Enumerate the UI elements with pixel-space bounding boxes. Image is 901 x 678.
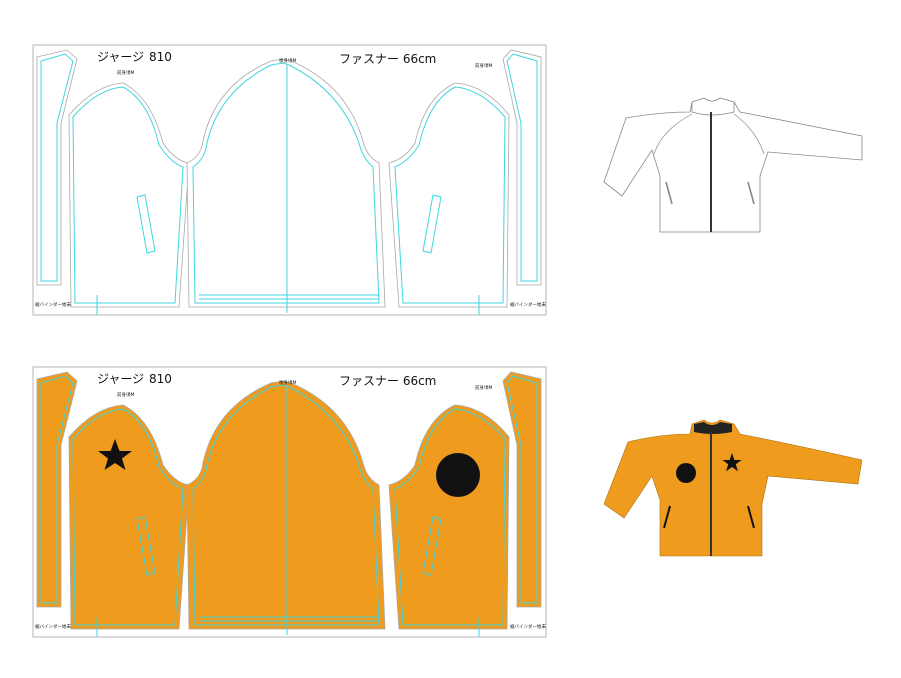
jacket-body (603, 419, 863, 557)
circle-icon (676, 463, 696, 483)
pocket-left (665, 181, 673, 205)
circle-icon (436, 453, 480, 497)
pocket-left (663, 505, 671, 529)
front-label-left: 前身頃M (117, 69, 134, 76)
raglan-seams (653, 113, 765, 155)
jacket-body (603, 97, 863, 233)
star-icon (98, 439, 132, 470)
front-label-right: 前身頃M (475, 62, 492, 69)
star-icon (722, 453, 742, 472)
pattern-code: 810 (149, 372, 172, 386)
pattern-title: ジャージ (97, 372, 144, 386)
pattern-code: 810 (149, 50, 172, 64)
jacket-preview-orange (603, 419, 863, 557)
binding-note-right: 裾バインダー始末 (510, 623, 546, 630)
pocket-right (747, 181, 755, 205)
binding-note-right: 裾バインダー始末 (510, 301, 546, 308)
binding-note-left: 裾バインダー始末 (35, 623, 71, 630)
back-label: 後身頃M (279, 379, 296, 386)
pattern-sheet-blank: ジャージ 810 ファスナー 66cm 前身頃M 後身頃M 前身頃M 裾バインダ… (32, 44, 547, 316)
zipper-length: ファスナー 66cm (339, 374, 436, 388)
back-label: 後身頃M (279, 57, 296, 64)
zipper-length: ファスナー 66cm (339, 52, 436, 66)
front-label-right: 前身頃M (475, 384, 492, 391)
pattern-sheet-orange: ジャージ 810 ファスナー 66cm 前身頃M 後身頃M 前身頃M 裾バインダ… (32, 366, 547, 638)
jacket-preview-blank (603, 97, 863, 233)
pocket-right (747, 505, 755, 529)
front-label-left: 前身頃M (117, 391, 134, 398)
pattern-title: ジャージ (97, 50, 144, 64)
binding-note-left: 裾バインダー始末 (35, 301, 71, 308)
collar (694, 422, 732, 434)
